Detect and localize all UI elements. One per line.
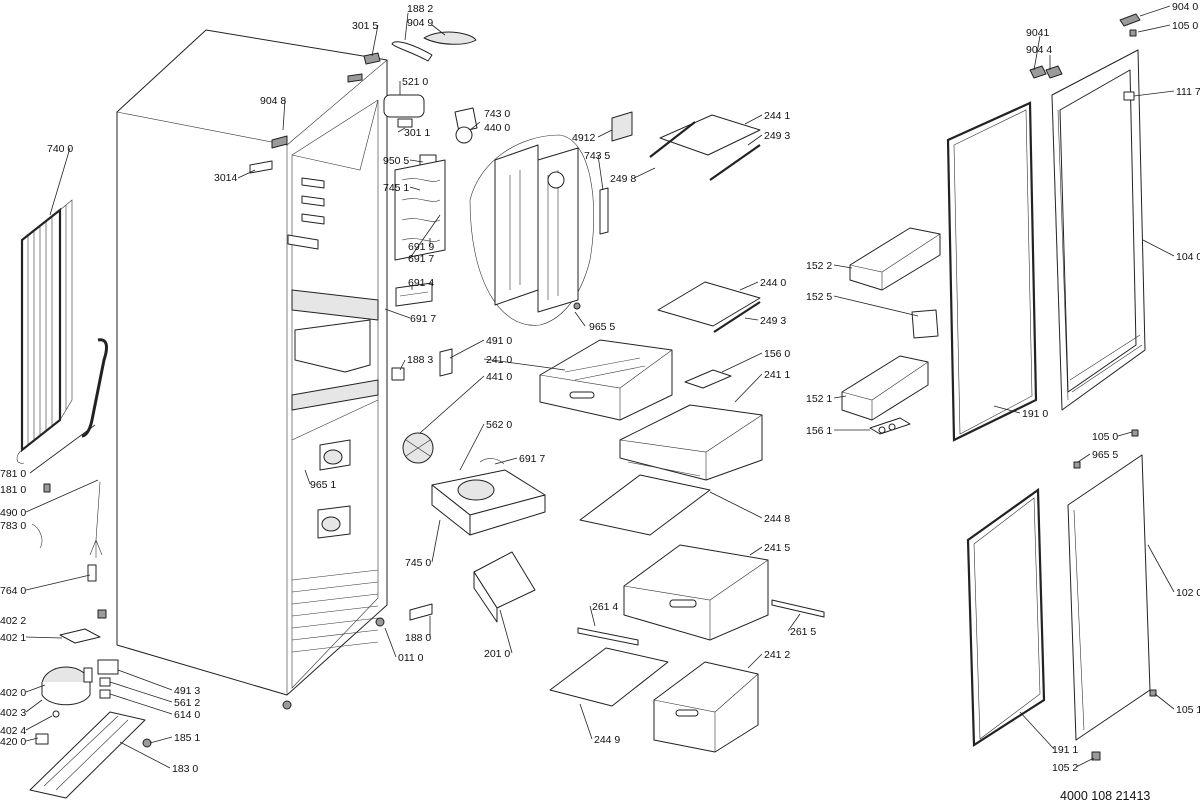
base-plate xyxy=(29,711,152,799)
callout-1911: 191 1 xyxy=(1052,744,1078,756)
callout-2449: 244 9 xyxy=(594,734,620,746)
callout-1117: 111 7 xyxy=(1176,86,1200,98)
callout-2010: 201 0 xyxy=(484,648,510,660)
callout-6919: 691 9 xyxy=(408,241,434,253)
callout-1522: 152 2 xyxy=(806,260,832,272)
lower-door xyxy=(1067,429,1157,741)
callout-4020: 402 0 xyxy=(0,687,26,699)
compressor-assembly xyxy=(35,609,119,745)
callout-1050-top: 105 0 xyxy=(1172,20,1198,32)
callout-9655-door: 965 5 xyxy=(1092,449,1118,461)
callout-2614: 261 4 xyxy=(592,601,618,613)
callout-1910: 191 0 xyxy=(1022,408,1048,420)
callout-4912: 4912 xyxy=(572,132,596,144)
callout-9655-center: 965 5 xyxy=(589,321,615,333)
callout-4910: 491 0 xyxy=(486,335,512,347)
callout-1560: 156 0 xyxy=(764,348,790,360)
callout-2411: 241 1 xyxy=(764,369,790,381)
upper-door xyxy=(1029,13,1146,411)
callout-0110: 011 0 xyxy=(398,652,424,664)
callout-1561: 156 1 xyxy=(806,425,832,437)
callout-1020: 102 0 xyxy=(1176,587,1200,599)
callout-5210: 521 0 xyxy=(402,76,428,88)
leader-lines xyxy=(25,5,1175,769)
callout-3011: 301 1 xyxy=(404,127,430,139)
callout-4021: 402 1 xyxy=(0,632,26,644)
wiring-loom xyxy=(31,481,103,582)
callout-6140: 614 0 xyxy=(174,709,200,721)
callout-1050-lower-door: 105 0 xyxy=(1092,431,1118,443)
callout-9040: 904 0 xyxy=(1172,1,1198,13)
callout-4913: 491 3 xyxy=(174,685,200,697)
callout-7450: 745 0 xyxy=(405,557,431,569)
callout-2412: 241 2 xyxy=(764,649,790,661)
top-hinge-parts xyxy=(363,31,478,307)
callout-3015: 301 5 xyxy=(352,20,378,32)
air-duct-assembly xyxy=(469,111,633,326)
callout-4400: 440 0 xyxy=(484,122,510,134)
callout-2410: 241 0 xyxy=(486,354,512,366)
callout-3014: 3014 xyxy=(214,172,238,184)
upper-gasket xyxy=(946,101,1038,442)
callout-9044: 904 4 xyxy=(1026,44,1052,56)
callout-2448: 244 8 xyxy=(764,513,790,525)
callout-7640: 764 0 xyxy=(0,585,26,597)
callout-1851: 185 1 xyxy=(174,732,200,744)
callout-6914: 691 4 xyxy=(408,277,434,289)
cabinet-body xyxy=(116,29,388,710)
callout-1883: 188 3 xyxy=(407,354,433,366)
callout-4410: 441 0 xyxy=(486,371,512,383)
drain-pipe xyxy=(81,338,108,438)
callout-7435: 743 5 xyxy=(584,150,610,162)
callout-5620: 562 0 xyxy=(486,419,512,431)
callout-4900: 490 0 xyxy=(0,507,26,519)
callout-1040: 104 0 xyxy=(1176,251,1200,263)
callout-2415: 241 5 xyxy=(764,542,790,554)
callout-4023: 402 3 xyxy=(0,707,26,719)
callout-1525: 152 5 xyxy=(806,291,832,303)
callout-2493-lower: 249 3 xyxy=(760,315,786,327)
callout-7400: 740 0 xyxy=(47,143,73,155)
callout-7830: 783 0 xyxy=(0,520,26,532)
condenser-coil xyxy=(16,199,73,464)
lower-components xyxy=(391,348,546,623)
drawers xyxy=(539,339,825,753)
callout-2615: 261 5 xyxy=(790,626,816,638)
callout-2440: 244 0 xyxy=(760,277,786,289)
callout-9041: 9041 xyxy=(1026,27,1050,39)
door-bins xyxy=(841,227,941,435)
callout-2493-upper: 249 3 xyxy=(764,130,790,142)
callout-2498: 249 8 xyxy=(610,173,636,185)
lower-gasket xyxy=(966,487,1101,761)
callout-4200: 420 0 xyxy=(0,736,26,748)
callout-6917-middle: 691 7 xyxy=(410,313,436,325)
callout-1882: 188 2 xyxy=(407,3,433,15)
callout-1810: 181 0 xyxy=(0,484,26,496)
callout-6917-lower: 691 7 xyxy=(519,453,545,465)
callout-9048: 904 8 xyxy=(260,95,286,107)
callout-1051: 105 1 xyxy=(1176,704,1200,716)
document-number: 4000 108 21413 xyxy=(1060,789,1150,803)
callout-4024: 402 4 xyxy=(0,725,26,737)
glass-shelves xyxy=(549,114,761,707)
callout-2441: 244 1 xyxy=(764,110,790,122)
callout-1880: 188 0 xyxy=(405,632,431,644)
callout-1521: 152 1 xyxy=(806,393,832,405)
callout-9505: 950 5 xyxy=(383,155,409,167)
callout-1052: 105 2 xyxy=(1052,762,1078,774)
callout-5612: 561 2 xyxy=(174,697,200,709)
callout-7810: 781 0 xyxy=(0,468,26,480)
callout-6917-upper: 691 7 xyxy=(408,253,434,265)
callout-7451: 745 1 xyxy=(383,182,409,194)
callout-9651: 965 1 xyxy=(310,479,336,491)
callout-1830: 183 0 xyxy=(172,763,198,775)
callout-4022: 402 2 xyxy=(0,615,26,627)
callout-7430: 743 0 xyxy=(484,108,510,120)
callout-9049: 904 9 xyxy=(407,17,433,29)
